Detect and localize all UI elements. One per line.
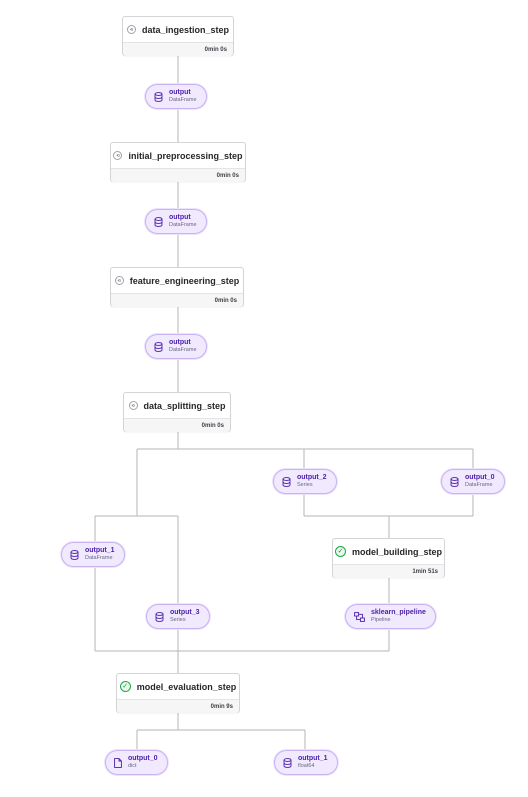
step-name: data_ingestion_step [141, 24, 230, 35]
database-icon [450, 476, 459, 487]
step-model-building[interactable]: ✓ model_building_step 1min 51s [332, 538, 445, 578]
cached-icon: ⟲ [114, 276, 124, 285]
cached-icon: ⟲ [128, 401, 138, 410]
artifact-type: DataFrame [169, 221, 197, 228]
artifact-type: DataFrame [169, 96, 197, 103]
artifact-type: DataFrame [169, 346, 197, 353]
step-duration: 1min 51s [333, 564, 444, 578]
step-feature-engineering[interactable]: ⟲ feature_engineering_step 0min 0s [110, 267, 244, 307]
step-name: initial_preprocessing_step [128, 150, 243, 161]
artifact-name: sklearn_pipeline [371, 609, 426, 617]
completed-check-icon: ✓ [119, 681, 131, 692]
step-duration: 0min 9s [117, 699, 239, 713]
artifact-name: output_0 [128, 755, 158, 763]
artifact-type: DataFrame [85, 554, 113, 561]
artifact-name: output_1 [85, 547, 115, 555]
step-name: feature_engineering_step [129, 275, 240, 286]
cached-icon: ⟲ [113, 151, 123, 160]
artifact-type: Series [170, 616, 186, 623]
artifact-name: output [169, 339, 191, 347]
cached-icon: ⟲ [126, 25, 136, 34]
artifact-type: dict [128, 762, 137, 769]
database-icon [154, 216, 163, 227]
artifact-name: output [169, 89, 191, 97]
step-initial-preprocessing[interactable]: ⟲ initial_preprocessing_step 0min 0s [110, 142, 246, 182]
artifact-type: Pipeline [371, 616, 391, 623]
step-name: model_evaluation_step [136, 681, 237, 692]
step-duration: 0min 0s [123, 42, 233, 56]
artifact-type: float64 [298, 762, 315, 769]
database-icon [154, 341, 163, 352]
step-duration: 0min 0s [111, 168, 245, 182]
artifact-name: output_2 [297, 474, 327, 482]
database-icon [282, 476, 291, 487]
document-icon [114, 757, 122, 768]
step-duration: 0min 0s [124, 418, 230, 432]
artifact-name: output_1 [298, 755, 328, 763]
database-icon [70, 549, 79, 560]
artifact-name: output_3 [170, 609, 200, 617]
artifact-type: DataFrame [465, 481, 493, 488]
artifact-name: output_0 [465, 474, 495, 482]
step-duration: 0min 0s [111, 293, 243, 307]
step-data-splitting[interactable]: ⟲ data_splitting_step 0min 0s [123, 392, 231, 432]
step-data-ingestion[interactable]: ⟲ data_ingestion_step 0min 0s [122, 16, 234, 56]
step-name: data_splitting_step [143, 400, 226, 411]
artifact-name: output [169, 214, 191, 222]
step-model-evaluation[interactable]: ✓ model_evaluation_step 0min 9s [116, 673, 240, 713]
database-icon [283, 757, 292, 768]
database-icon [154, 91, 163, 102]
pipeline-icon [354, 611, 365, 622]
database-icon [155, 611, 164, 622]
completed-check-icon: ✓ [335, 546, 346, 557]
step-name: model_building_step [352, 546, 443, 557]
artifact-type: Series [297, 481, 313, 488]
